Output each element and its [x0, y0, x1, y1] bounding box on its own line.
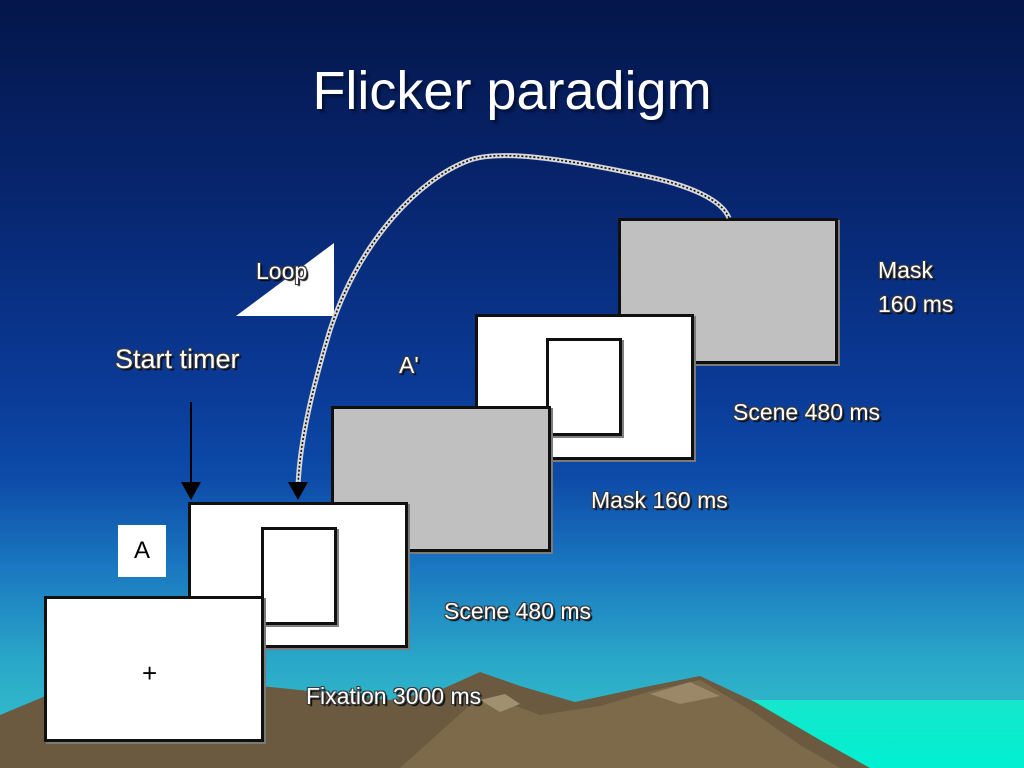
scene-inner-rect [261, 527, 337, 625]
start-timer-arrowhead [181, 482, 201, 500]
a-prime-label: A' [399, 352, 419, 378]
fixation-cross: + [142, 658, 158, 688]
mask-duration-label-1: Mask 160 ms [591, 487, 728, 513]
loop-arrowhead [288, 482, 308, 500]
loop-triangle [236, 243, 334, 316]
loop-label: Loop [256, 258, 308, 284]
scene-duration-label-2: Scene 480 ms [733, 399, 881, 425]
mask-duration-label-2-line1: Mask [878, 257, 933, 283]
mask-duration-label-2-line2: 160 ms [878, 291, 954, 317]
scene-inner-rect [546, 338, 622, 436]
fixation-duration-label: Fixation 3000 ms [306, 683, 482, 709]
slide-title: Flicker paradigm [312, 61, 712, 121]
fixation-panel [44, 596, 264, 742]
loop-curve [295, 153, 732, 487]
label-a: A [118, 525, 166, 577]
scene-duration-label-1: Scene 480 ms [444, 598, 592, 624]
start-timer-label: Start timer [115, 344, 240, 374]
